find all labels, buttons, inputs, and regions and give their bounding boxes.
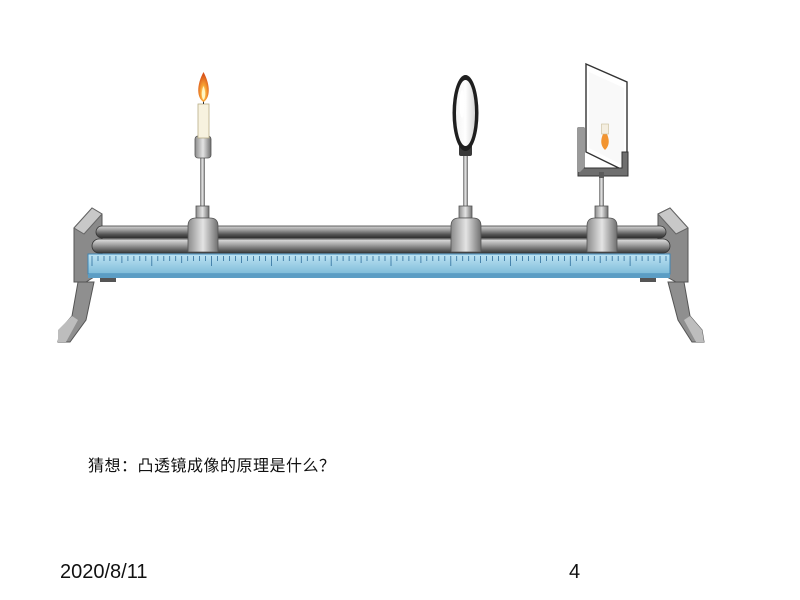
ruler-foot-left xyxy=(100,278,116,282)
screen-holder xyxy=(577,62,629,253)
question-text: 猜想：凸透镜成像的原理是什么？ xyxy=(88,456,336,475)
optical-bench-rails xyxy=(91,225,671,254)
candle-holder xyxy=(187,72,219,253)
slide-date: 2020/8/11 xyxy=(60,561,148,583)
candle-icon xyxy=(197,72,210,139)
screen-bracket xyxy=(577,127,629,178)
optical-bench-illustration xyxy=(57,62,705,343)
ruler-foot-right xyxy=(640,278,656,282)
light-screen-icon xyxy=(585,62,628,174)
convex-lens-icon xyxy=(452,75,479,151)
ruler-scale xyxy=(87,253,671,278)
lens-holder xyxy=(450,75,482,253)
inverted-image-icon xyxy=(601,123,609,150)
slide-page-number: 4 xyxy=(569,561,581,583)
